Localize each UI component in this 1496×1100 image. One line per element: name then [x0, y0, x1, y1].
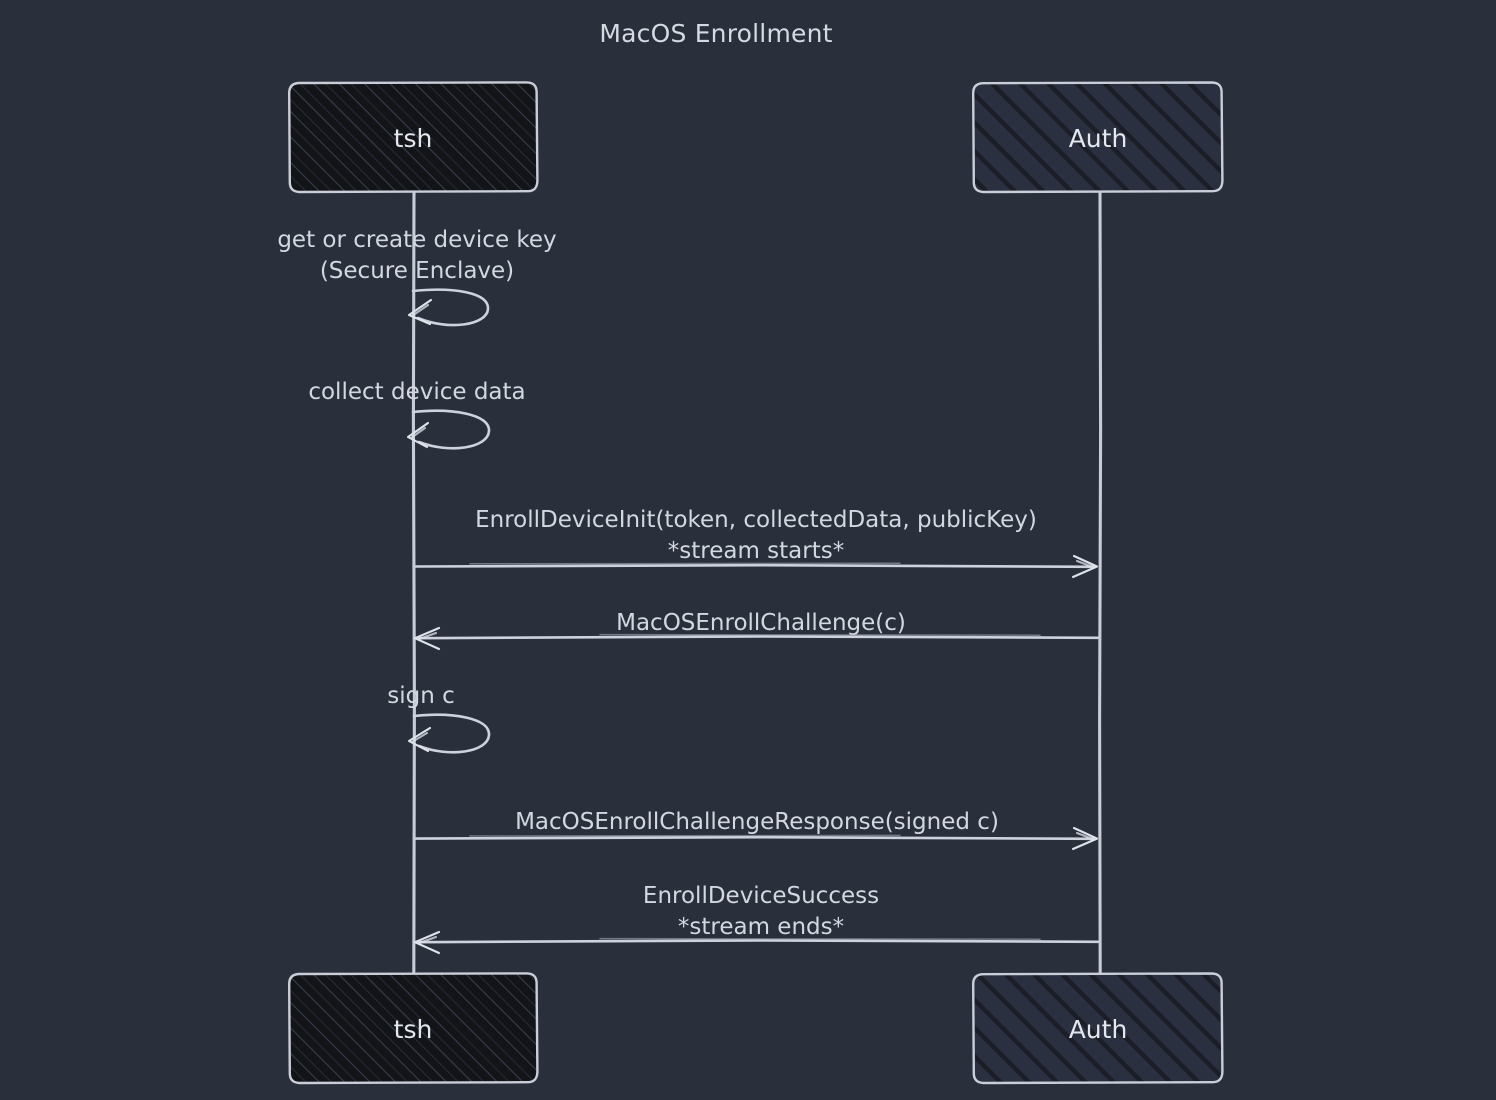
- message-3-label-line-2: *stream starts*: [668, 538, 844, 564]
- message-6-label-line-1: MacOSEnrollChallengeResponse(signed c): [515, 809, 999, 835]
- message-6-line-sketch: [469, 834, 901, 837]
- message-4-line: [417, 635, 1100, 640]
- participant-box-outline: [971, 972, 1224, 1085]
- message-5-self-loop: [412, 713, 491, 754]
- message-7-label-line-1: EnrollDeviceSuccess: [643, 883, 879, 909]
- message-7-enroll-device-success[interactable]: EnrollDeviceSuccess *stream ends*: [413, 883, 1100, 955]
- lifelines: [411, 190, 1103, 977]
- participant-box-tsh-bottom[interactable]: tsh: [287, 972, 539, 1085]
- message-5-label-line-1: sign c: [387, 683, 455, 709]
- message-4-arrowhead-left: [413, 626, 441, 651]
- participant-label-tsh-top: tsh: [394, 124, 433, 153]
- participant-label-auth-top: Auth: [1069, 124, 1128, 153]
- message-1-self-loop: [411, 288, 490, 327]
- message-6-line: [414, 835, 1096, 841]
- message-3-line: [414, 563, 1096, 569]
- lifeline-auth: [1098, 190, 1103, 977]
- participant-box-tsh-top[interactable]: tsh: [287, 81, 539, 194]
- message-2-arrowhead-left: [406, 421, 430, 449]
- participant-box-fill: [289, 973, 537, 1083]
- participant-box-fill: [289, 82, 537, 192]
- message-2-arrowhead-detail: [409, 426, 427, 440]
- message-7-line-sketch: [599, 937, 1041, 940]
- message-5-self-sign-c[interactable]: sign c: [387, 683, 491, 754]
- message-1-arrowhead-left: [407, 298, 433, 326]
- message-7-arrowhead-left: [413, 930, 441, 955]
- participant-box-outline: [971, 81, 1224, 194]
- participant-box-auth-top[interactable]: Auth: [971, 81, 1224, 194]
- message-6-arrowhead-detail: [1075, 831, 1095, 841]
- participant-box-fill: [973, 82, 1222, 192]
- message-1-label-line-1: get or create device key: [277, 227, 556, 253]
- message-5-arrowhead-detail: [410, 731, 429, 744]
- participant-box-outline: [287, 972, 539, 1085]
- participant-box-fill: [973, 973, 1222, 1083]
- message-5-arrowhead-left: [407, 726, 432, 753]
- message-4-macos-enroll-challenge[interactable]: MacOSEnrollChallenge(c): [413, 610, 1100, 651]
- message-7-label-line-2: *stream ends*: [678, 914, 844, 940]
- page-title: MacOS Enrollment: [599, 19, 832, 48]
- message-3-line-sketch: [469, 562, 901, 565]
- message-2-self-loop: [411, 409, 491, 450]
- participant-label-auth-bottom: Auth: [1069, 1015, 1128, 1044]
- message-6-arrowhead-right: [1071, 826, 1099, 851]
- message-1-label-line-2: (Secure Enclave): [320, 258, 514, 284]
- participant-label-tsh-bottom: tsh: [394, 1015, 433, 1044]
- message-3-enroll-device-init[interactable]: EnrollDeviceInit(token, collectedData, p…: [414, 507, 1099, 579]
- message-3-label-line-1: EnrollDeviceInit(token, collectedData, p…: [475, 507, 1037, 533]
- message-3-arrowhead-detail: [1075, 559, 1095, 569]
- message-6-macos-enroll-challenge-response[interactable]: MacOSEnrollChallengeResponse(signed c): [414, 809, 1099, 851]
- participant-box-outline: [287, 81, 539, 194]
- message-1-arrowhead-detail: [410, 303, 430, 318]
- message-4-line-sketch: [599, 633, 1041, 636]
- message-7-line: [417, 939, 1100, 944]
- lifeline-tsh: [411, 190, 416, 977]
- message-2-label-line-1: collect device data: [308, 379, 525, 405]
- message-4-arrowhead-detail: [418, 631, 438, 640]
- message-7-arrowhead-detail: [418, 935, 438, 944]
- message-1-self-get-or-create-device-key[interactable]: get or create device key (Secure Enclave…: [277, 227, 557, 327]
- message-2-self-collect-device-data[interactable]: collect device data: [308, 379, 526, 450]
- message-4-label-line-1: MacOSEnrollChallenge(c): [616, 610, 906, 636]
- message-3-arrowhead-right: [1071, 554, 1099, 579]
- participant-box-auth-bottom[interactable]: Auth: [971, 972, 1224, 1085]
